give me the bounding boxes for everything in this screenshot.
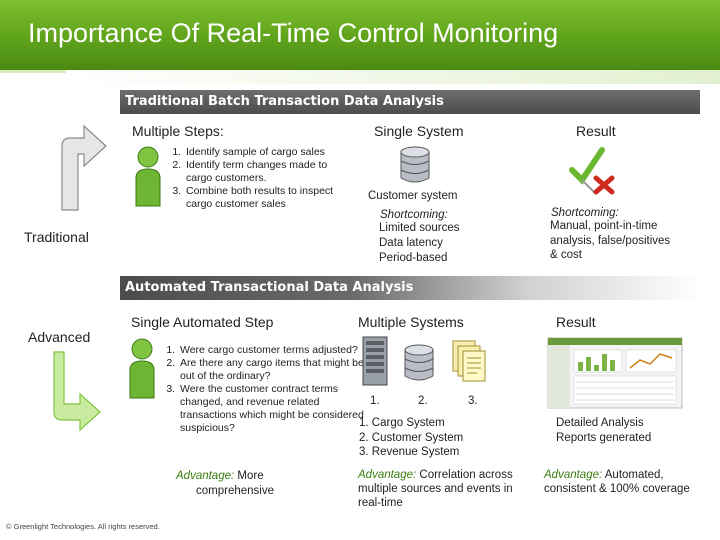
documents-icon [452,340,486,382]
title-bar: Importance Of Real-Time Control Monitori… [0,0,720,73]
advantage-text: consistent & 100% coverage [544,483,690,495]
system-number: 3. [468,395,478,407]
database-icon [400,146,430,183]
result-shortcoming-label: Shortcoming: [551,207,619,219]
advanced-label: Advanced [28,329,91,345]
customer-system-label: Customer system [368,190,458,202]
result-text: Manual, point-in-time [550,220,658,232]
traditional-label: Traditional [24,229,89,245]
list-item: Are there any cargo items that might be … [178,357,368,383]
shortcoming-item: Data latency [379,237,443,249]
page-title: Importance Of Real-Time Control Monitori… [28,18,559,48]
system-number: 2. [418,395,428,407]
check-cross-icon [569,147,615,195]
list-item: Combine both results to inspect cargo cu… [184,185,354,211]
col-header-result-advanced: Result [556,314,596,330]
col-header-single-automated-step: Single Automated Step [131,314,274,330]
col-header-result: Result [576,123,616,139]
col-header-multiple-steps: Multiple Steps: [132,123,224,139]
database-icon [404,344,434,381]
result-text: Detailed Analysis [556,417,644,429]
system-item: 3. Revenue System [359,445,459,460]
advantage-1: Advantage: More [176,469,264,484]
up-arrow-icon [61,124,107,211]
system-item: 2. Customer System [359,431,463,446]
advantage-3: Advantage: Automated, [544,468,664,483]
result-text: analysis, false/positives [550,235,671,247]
section-header-advanced: Automated Transactional Data Analysis [120,276,700,300]
advantage-text: Automated, [602,469,664,481]
result-text: & cost [550,249,582,261]
list-item: Identify term changes made to cargo cust… [184,159,354,185]
system-number: 3. [359,446,369,458]
advantage-label: Advantage: [544,469,603,481]
advantage-text: More [234,470,264,482]
server-icon [362,336,388,386]
shortcoming-item: Period-based [379,252,448,264]
shortcoming-label: Shortcoming: [380,209,448,221]
system-name: Revenue System [371,446,460,458]
shortcoming-item: Limited sources [379,222,460,234]
result-text: Reports generated [556,432,652,444]
advantage-2: Advantage: Correlation across [358,468,513,483]
advantage-text: multiple sources and events in [358,483,513,495]
list-item: Were cargo customer terms adjusted? [178,344,368,357]
system-item: 1. Cargo System [359,416,445,431]
advantage-label: Advantage: [176,470,235,482]
system-number: 1. [370,395,380,407]
list-item: Were the customer contract terms changed… [178,383,368,435]
advantage-label: Advantage: [358,469,417,481]
title-underline [66,70,720,84]
system-number: 2. [359,432,369,444]
system-name: Customer System [371,432,464,444]
col-header-single-system: Single System [374,123,464,139]
col-header-multiple-systems: Multiple Systems [358,314,464,330]
person-icon [135,146,161,207]
advantage-text: real-time [358,497,403,509]
system-number: 1. [359,417,369,429]
advantage-text: comprehensive [196,485,274,497]
traditional-steps-list: Identify sample of cargo sales Identify … [162,146,354,211]
advanced-steps-list: Were cargo customer terms adjusted? Are … [156,344,368,435]
section-header-traditional: Traditional Batch Transaction Data Analy… [120,90,700,114]
advantage-text: Correlation across [416,469,513,481]
system-name: Cargo System [371,417,445,429]
down-arrow-icon [53,351,101,432]
list-item: Identify sample of cargo sales [184,146,354,159]
copyright-footer: © Greenlight Technologies. All rights re… [6,522,160,531]
report-screenshot-icon [547,337,683,409]
person-icon [129,338,155,399]
